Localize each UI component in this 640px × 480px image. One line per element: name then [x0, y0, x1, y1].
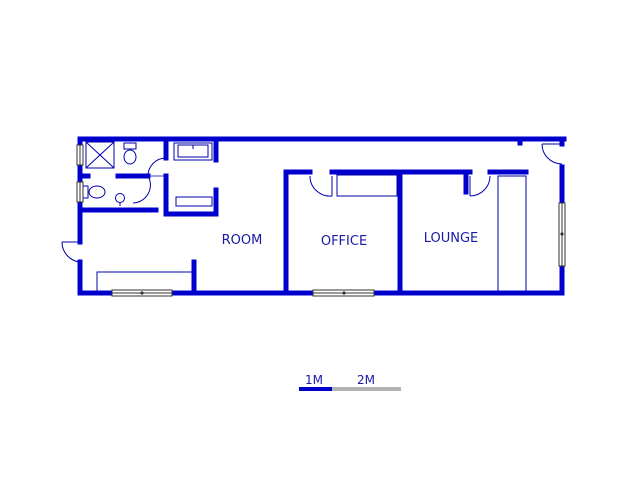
basin-icon: [115, 193, 125, 206]
scale-label-1m: 1M: [305, 373, 323, 387]
window-icon: [111, 289, 173, 297]
room-label-lounge: LOUNGE: [424, 231, 479, 246]
counter: [175, 196, 213, 207]
toilet-icon: [123, 142, 137, 165]
room-label-room: ROOM: [222, 233, 263, 248]
counter: [336, 174, 398, 197]
shower-icon: [85, 141, 115, 169]
counter: [96, 271, 193, 293]
windows: [76, 144, 566, 297]
door-swing: [147, 157, 167, 177]
scale-bar: 1M 2M: [299, 373, 401, 391]
fixtures: [61, 141, 563, 294]
cupboard: [497, 175, 527, 294]
room-label-office: OFFICE: [321, 234, 367, 249]
window-icon: [312, 289, 375, 297]
window-icon: [558, 202, 566, 267]
window-icon: [76, 144, 84, 166]
sink-icon: [173, 142, 213, 161]
walls: [77, 136, 567, 296]
door-swing: [541, 143, 563, 165]
scale-label-2m: 2M: [357, 373, 375, 387]
toilet-icon: [81, 185, 106, 199]
door-swing: [132, 175, 151, 204]
door-swing: [309, 175, 333, 197]
door-swing: [469, 175, 491, 197]
door-swing: [61, 241, 81, 263]
window-icon: [76, 181, 84, 203]
